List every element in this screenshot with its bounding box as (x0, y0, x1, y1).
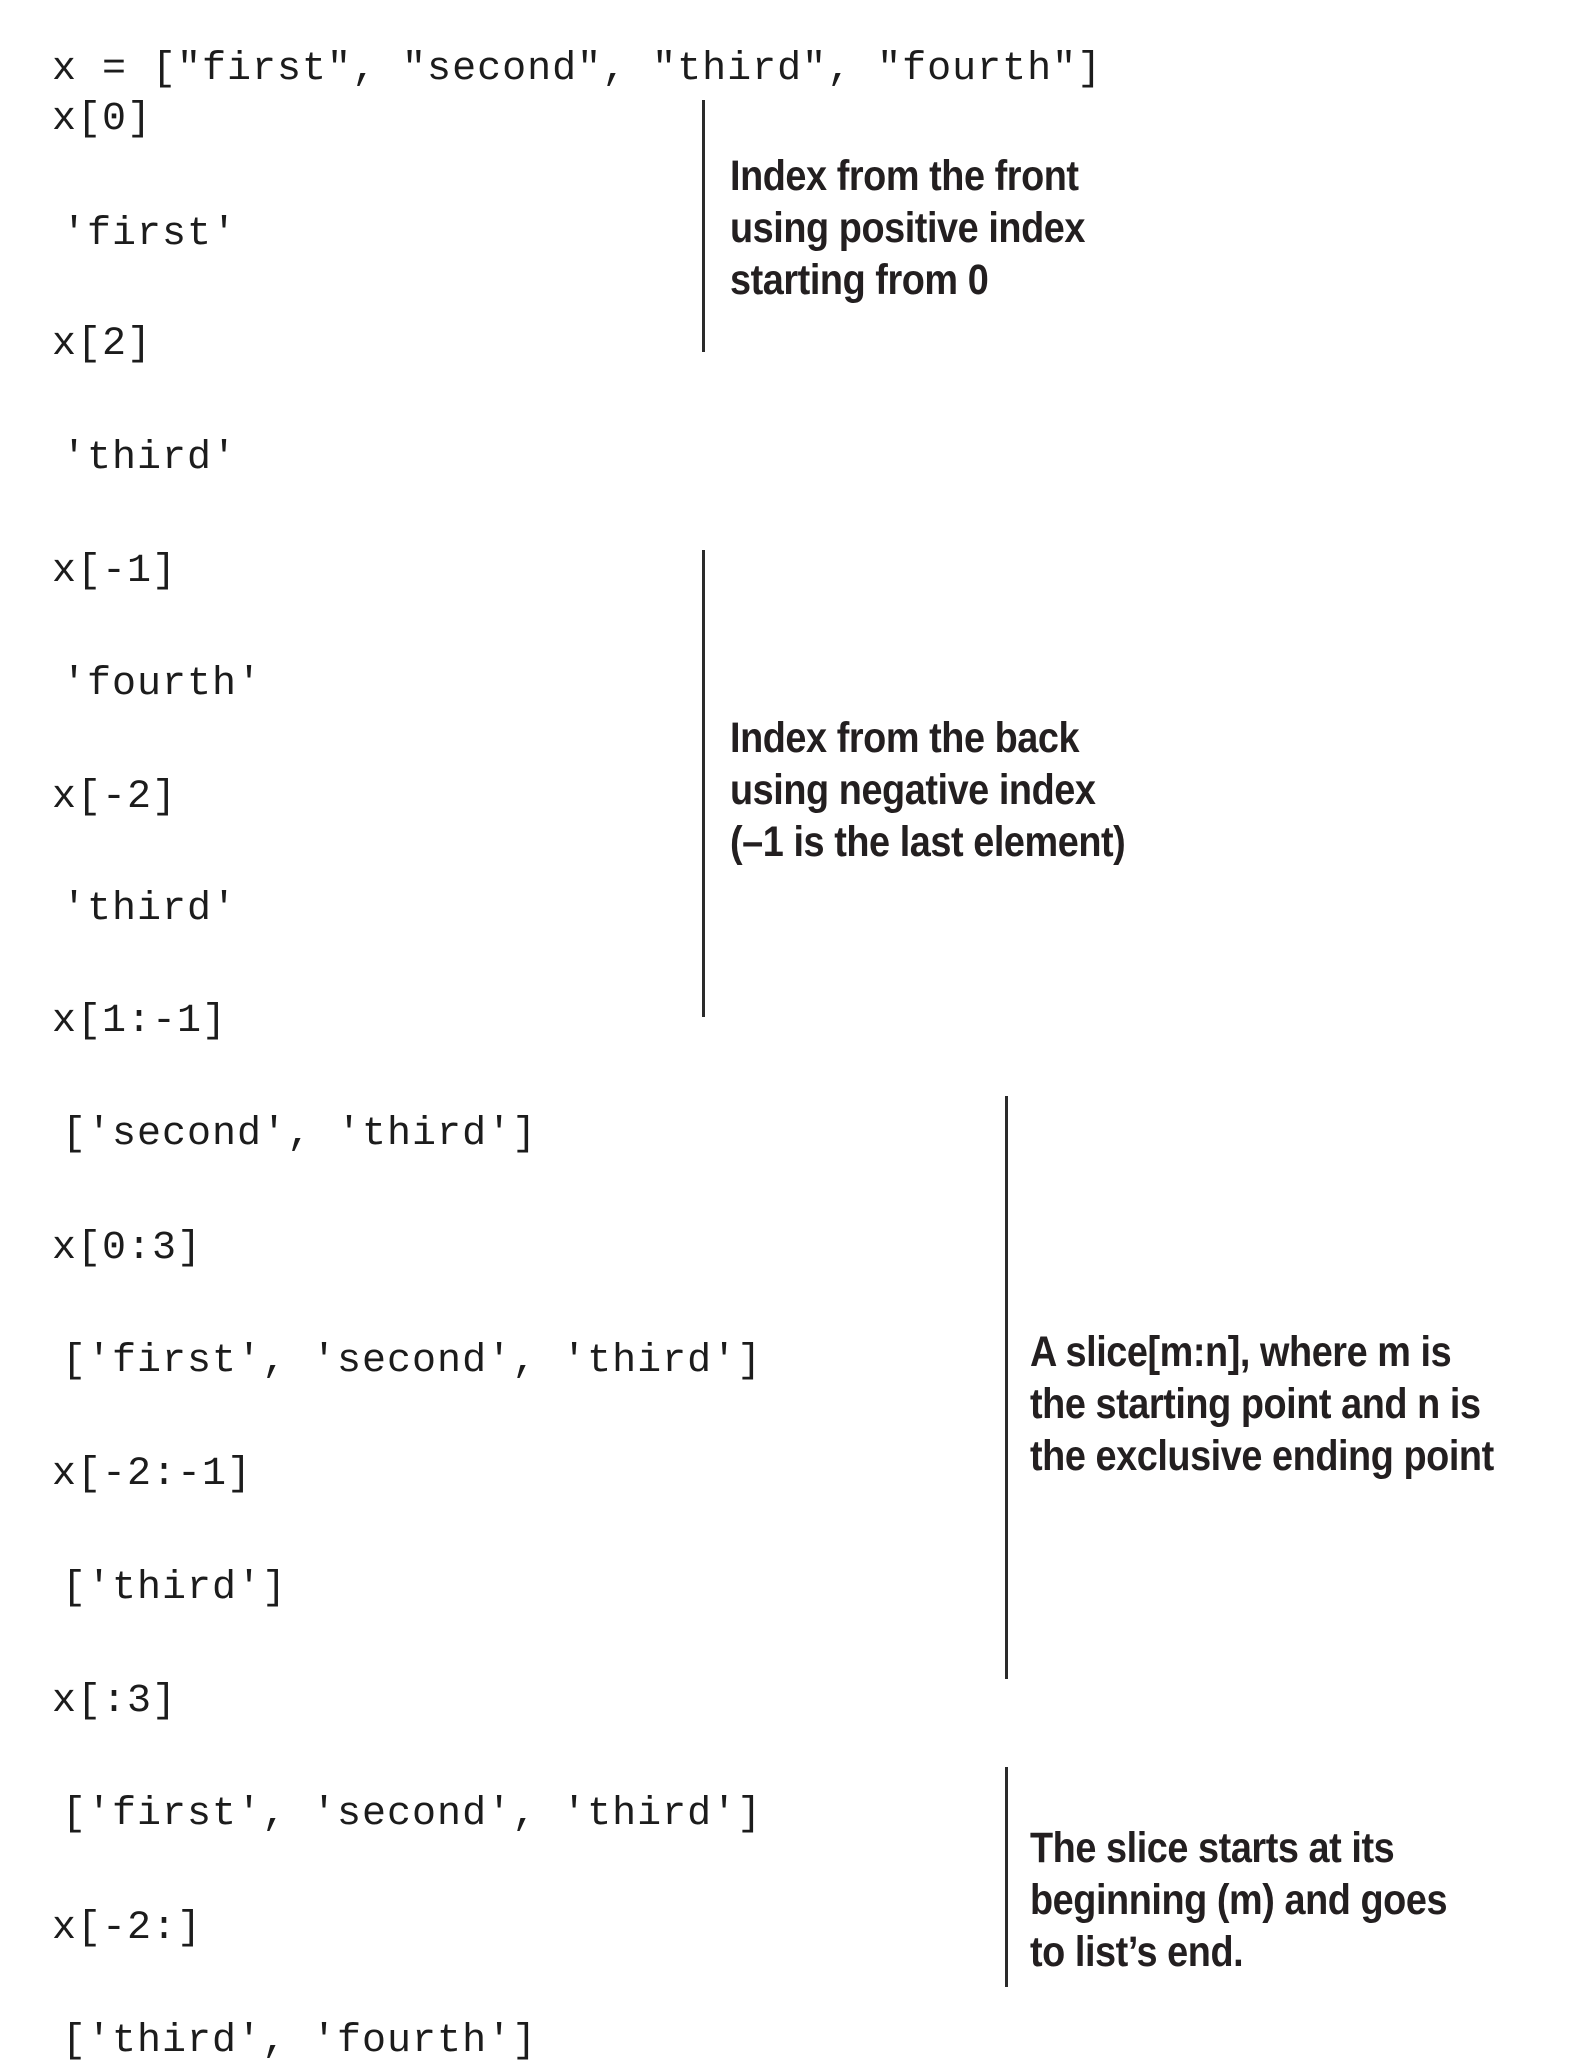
annotation-slice-mn: A slice[m:n], where m is the starting po… (1030, 1328, 1494, 1480)
code-output-line: 'fourth' (62, 662, 263, 707)
code-output-line: 'third' (62, 887, 238, 932)
annotation-divider-line (1005, 1767, 1008, 1987)
code-output-line: ['third', 'fourth'] (62, 2019, 538, 2064)
annotation-divider-line (702, 550, 705, 1017)
code-input-line: x[:3] (52, 1679, 178, 1724)
annotation-divider-line (702, 100, 705, 352)
code-output-line: 'third' (62, 436, 238, 481)
code-input-line: x[-1] (52, 549, 178, 594)
annotation-index-front: Index from the front using positive inde… (730, 152, 1085, 304)
code-output-line: ['third'] (62, 1566, 288, 1611)
code-output-line: ['first', 'second', 'third'] (62, 1339, 763, 1384)
code-input-line: x[0] (52, 97, 153, 142)
code-output-line: ['second', 'third'] (62, 1112, 538, 1157)
code-input-line: x[-2] (52, 775, 178, 820)
code-input-line: x = ["first", "second", "third", "fourth… (52, 47, 1103, 92)
code-output-line: ['first', 'second', 'third'] (62, 1792, 763, 1837)
code-input-line: x[0:3] (52, 1226, 203, 1271)
code-input-line: x[-2:-1] (52, 1452, 253, 1497)
code-input-line: x[-2:] (52, 1906, 203, 1951)
annotation-divider-line (1005, 1096, 1008, 1679)
code-output-line: 'first' (62, 212, 238, 257)
code-input-line: x[2] (52, 322, 153, 367)
annotation-index-back: Index from the back using negative index… (730, 714, 1126, 866)
code-input-line: x[1:-1] (52, 999, 228, 1044)
annotation-slice-open: The slice starts at its beginning (m) an… (1030, 1824, 1448, 1976)
